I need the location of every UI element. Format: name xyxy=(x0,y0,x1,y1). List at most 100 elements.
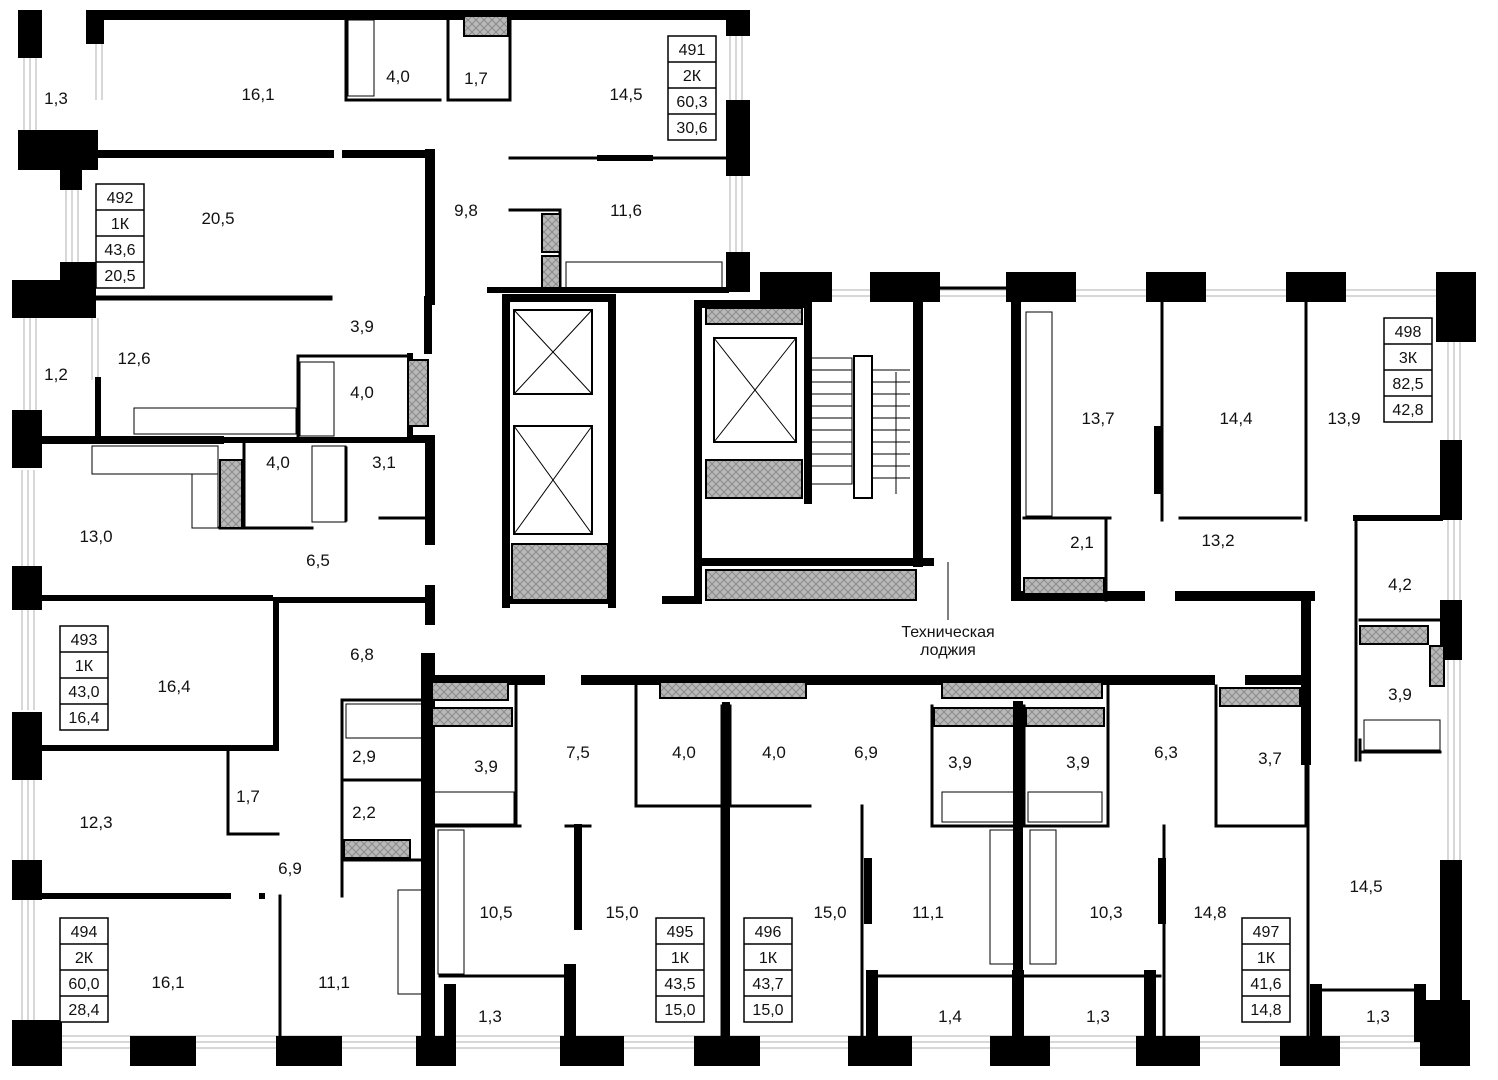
apartment-tag-492: 492 1К 43,6 20,5 xyxy=(95,183,145,289)
technical-loggia-label-line1: Техническая xyxy=(901,624,994,641)
apartment-living-area: 30,6 xyxy=(676,120,707,137)
room-area: 4,0 xyxy=(386,67,410,86)
room-area: 10,3 xyxy=(1089,903,1122,922)
room-area: 1,7 xyxy=(236,787,260,806)
apartment-tags: 491 2К 60,3 30,6 492 1К 43,6 20,5 493 1К… xyxy=(59,35,1433,1023)
room-area: 3,7 xyxy=(1258,749,1282,768)
apartment-total-area: 82,5 xyxy=(1392,376,1423,393)
room-area: 6,5 xyxy=(306,551,330,570)
apartment-living-area: 42,8 xyxy=(1392,402,1423,419)
room-area: 14,5 xyxy=(609,85,642,104)
apartment-type: 2К xyxy=(75,950,94,967)
room-labels: 1,3 16,1 4,0 1,7 14,5 20,5 9,8 11,6 1,2 … xyxy=(44,67,1412,1026)
staircase xyxy=(807,355,910,499)
room-area: 1,3 xyxy=(44,89,68,108)
room-area: 3,9 xyxy=(1066,753,1090,772)
room-area: 1,4 xyxy=(938,1007,962,1026)
apartment-type: 2К xyxy=(683,68,702,85)
apartment-number: 494 xyxy=(71,924,98,941)
room-area: 12,3 xyxy=(79,813,112,832)
apartment-number: 495 xyxy=(667,924,694,941)
room-area: 4,0 xyxy=(350,383,374,402)
room-area: 13,2 xyxy=(1201,531,1234,550)
apartment-living-area: 28,4 xyxy=(68,1002,99,1019)
apartment-living-area: 15,0 xyxy=(664,1002,695,1019)
apartment-tag-497: 497 1К 41,6 14,8 xyxy=(1241,917,1291,1023)
apartment-number: 493 xyxy=(71,632,98,649)
apartment-type: 3К xyxy=(1399,350,1418,367)
room-area: 16,1 xyxy=(151,973,184,992)
room-area: 13,9 xyxy=(1327,409,1360,428)
apartment-number: 491 xyxy=(679,42,706,59)
room-area: 1,3 xyxy=(1086,1007,1110,1026)
apartment-living-area: 14,8 xyxy=(1250,1002,1281,1019)
room-area: 3,9 xyxy=(474,757,498,776)
room-area: 13,7 xyxy=(1081,409,1114,428)
apartment-type: 1К xyxy=(759,950,778,967)
apartment-total-area: 43,6 xyxy=(104,242,135,259)
room-area: 15,0 xyxy=(813,903,846,922)
apartment-living-area: 15,0 xyxy=(752,1002,783,1019)
apartment-living-area: 16,4 xyxy=(68,710,99,727)
room-area: 3,9 xyxy=(948,753,972,772)
room-area: 1,3 xyxy=(1366,1007,1390,1026)
apartment-tag-496: 496 1К 43,7 15,0 xyxy=(743,917,793,1023)
room-area: 4,0 xyxy=(672,743,696,762)
apartment-total-area: 60,0 xyxy=(68,976,99,993)
room-area: 3,9 xyxy=(350,317,374,336)
room-area: 1,3 xyxy=(478,1007,502,1026)
room-area: 4,0 xyxy=(266,453,290,472)
room-area: 3,1 xyxy=(372,453,396,472)
windows xyxy=(21,36,1461,1049)
apartment-type: 1К xyxy=(75,658,94,675)
room-area: 3,9 xyxy=(1388,685,1412,704)
shafts xyxy=(219,15,1445,859)
apartment-total-area: 43,0 xyxy=(68,684,99,701)
apartment-number: 497 xyxy=(1253,924,1280,941)
room-area: 2,9 xyxy=(352,747,376,766)
apartment-tag-493: 493 1К 43,0 16,4 xyxy=(59,625,109,731)
apartment-total-area: 41,6 xyxy=(1250,976,1281,993)
room-area: 1,2 xyxy=(44,365,68,384)
room-area: 10,5 xyxy=(479,903,512,922)
technical-loggia-label-line2: лоджия xyxy=(920,642,976,659)
room-area: 6,9 xyxy=(278,859,302,878)
apartment-type: 1К xyxy=(111,216,130,233)
room-area: 4,2 xyxy=(1388,575,1412,594)
apartment-tag-494: 494 2К 60,0 28,4 xyxy=(59,917,109,1023)
room-area: 11,1 xyxy=(912,903,944,922)
room-area: 9,8 xyxy=(454,201,478,220)
fixtures xyxy=(91,19,1441,995)
apartment-tag-491: 491 2К 60,3 30,6 xyxy=(667,35,717,141)
room-area: 16,1 xyxy=(241,85,274,104)
room-area: 12,6 xyxy=(117,349,150,368)
room-area: 14,4 xyxy=(1219,409,1252,428)
apartment-total-area: 43,5 xyxy=(664,976,695,993)
apartment-total-area: 60,3 xyxy=(676,94,707,111)
room-area: 6,3 xyxy=(1154,743,1178,762)
room-area: 14,5 xyxy=(1349,877,1382,896)
room-area: 16,4 xyxy=(157,677,190,696)
room-area: 13,0 xyxy=(79,527,112,546)
room-area: 11,6 xyxy=(610,201,642,220)
technical-loggia: Техническая лоджия xyxy=(901,562,995,659)
apartment-number: 498 xyxy=(1395,324,1422,341)
apartment-tag-495: 495 1К 43,5 15,0 xyxy=(655,917,705,1023)
apartment-number: 496 xyxy=(755,924,782,941)
room-area: 20,5 xyxy=(201,209,234,228)
room-area: 14,8 xyxy=(1193,903,1226,922)
room-area: 2,2 xyxy=(352,803,376,822)
exterior-walls xyxy=(12,10,1476,1066)
room-area: 2,1 xyxy=(1070,533,1094,552)
apartment-type: 1К xyxy=(1257,950,1276,967)
room-area: 1,7 xyxy=(464,69,488,88)
room-area: 4,0 xyxy=(762,743,786,762)
apartment-number: 492 xyxy=(107,190,134,207)
apartment-total-area: 43,7 xyxy=(752,976,783,993)
room-area: 6,9 xyxy=(854,743,878,762)
room-area: 15,0 xyxy=(605,903,638,922)
interior-walls xyxy=(38,18,1443,1043)
room-area: 6,8 xyxy=(350,645,374,664)
elevators xyxy=(513,309,797,535)
